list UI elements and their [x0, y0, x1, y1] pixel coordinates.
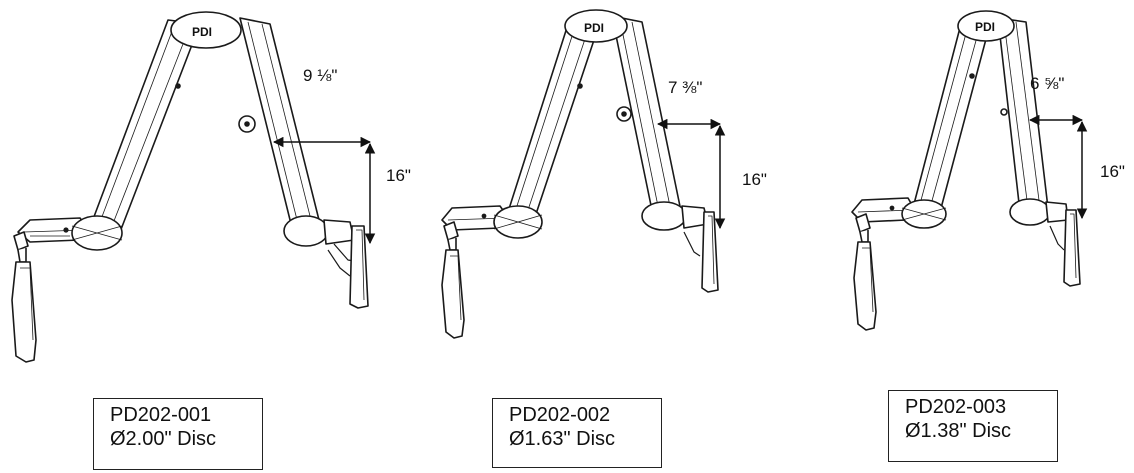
- disc-size-2: Ø1.63" Disc: [509, 428, 616, 450]
- disc-size-3: Ø1.38" Disc: [905, 420, 1012, 442]
- model-box-3: PD202-003 Ø1.38" Disc: [888, 390, 1058, 462]
- model-box-2: PD202-002 Ø1.63" Disc: [492, 398, 662, 468]
- articulating-arm-1: [11, 11, 369, 363]
- height-label-3: 16": [1100, 162, 1125, 181]
- pdi-logo-2: PDI: [584, 21, 604, 35]
- articulating-arm-3: [851, 10, 1081, 331]
- disc-size-1: Ø2.00" Disc: [110, 428, 217, 450]
- height-label-2: 16": [742, 170, 767, 189]
- pdi-logo-1: PDI: [192, 25, 212, 39]
- model-number-2: PD202-002: [509, 404, 611, 426]
- model-number-1: PD202-001: [110, 404, 212, 426]
- articulating-arm-2: [441, 9, 719, 339]
- reach-label-2: 7 ⅜": [668, 78, 703, 97]
- pdi-logo-3: PDI: [975, 20, 995, 34]
- reach-label-3: 6 ⅝": [1030, 74, 1065, 93]
- model-number-3: PD202-003: [905, 396, 1007, 418]
- reach-label-1: 9 ⅛": [303, 66, 338, 85]
- height-label-1: 16": [386, 166, 411, 185]
- model-box-1: PD202-001 Ø2.00" Disc: [93, 398, 263, 470]
